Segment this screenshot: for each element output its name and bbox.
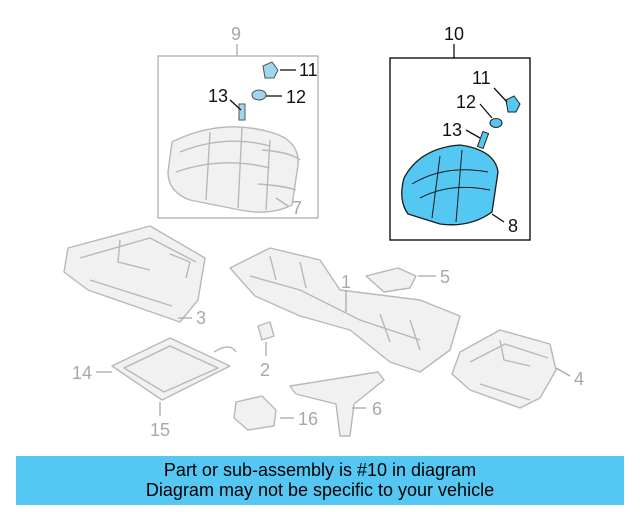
callout-7: 7 — [292, 198, 302, 218]
banner-line-1: Part or sub-assembly is #10 in diagram — [163, 460, 477, 480]
seat-exploded-diagram: 9 10 11 12 13 7 11 12 13 8 1 5 3 2 4 14 … — [63, 24, 584, 440]
callout-10: 10 — [444, 24, 464, 44]
group-box-9 — [157, 55, 319, 219]
bracket-part-5 — [365, 267, 417, 293]
nut-part-12-box9 — [251, 89, 267, 101]
seat-tray-part-3 — [63, 225, 206, 323]
callout-12-a: 12 — [286, 87, 306, 107]
callout-9: 9 — [231, 24, 241, 44]
clip-part-2 — [257, 321, 275, 341]
leader-7 — [275, 197, 289, 207]
callout-11-a: 11 — [299, 60, 318, 80]
callout-4: 4 — [574, 369, 584, 389]
callout-12-b: 12 — [456, 92, 476, 112]
callout-8: 8 — [508, 216, 518, 236]
heater-mat-part-15 — [111, 337, 237, 401]
banner-line-2: Diagram may not be specific to your vehi… — [145, 480, 495, 500]
seat-tray-part-4 — [451, 329, 557, 409]
callout-13-a: 13 — [208, 86, 228, 106]
callout-5: 5 — [440, 267, 450, 287]
leader-11b — [493, 87, 508, 103]
module-part-16 — [233, 395, 277, 431]
group-box-10 — [389, 57, 531, 241]
leader-4 — [555, 367, 571, 377]
callout-3: 3 — [196, 308, 206, 328]
leader-8 — [491, 213, 505, 223]
clip-part-11-box10 — [505, 95, 521, 113]
callout-15: 15 — [150, 420, 170, 440]
info-banner: Part or sub-assembly is #10 in diagram D… — [16, 456, 624, 505]
bolt-part-13-box10 — [476, 130, 490, 150]
leader-13a — [229, 99, 242, 111]
seat-frame-part-1 — [229, 247, 461, 373]
seat-back-cushion-part-7 — [167, 126, 301, 213]
nut-part-12-box10 — [489, 118, 503, 128]
bolt-part-13-box9 — [238, 103, 246, 121]
clip-part-11-box9 — [262, 61, 279, 79]
leader-12b — [479, 103, 493, 119]
callout-1: 1 — [341, 272, 351, 292]
seat-cushion-part-8 — [401, 144, 499, 226]
callout-14: 14 — [72, 363, 92, 383]
callout-11-b: 11 — [472, 68, 491, 88]
callout-13-b: 13 — [442, 120, 462, 140]
bracket-part-6 — [289, 371, 385, 437]
callout-16: 16 — [298, 409, 318, 429]
callout-6: 6 — [372, 399, 382, 419]
leader-13b — [465, 129, 481, 139]
callout-2: 2 — [260, 360, 270, 380]
